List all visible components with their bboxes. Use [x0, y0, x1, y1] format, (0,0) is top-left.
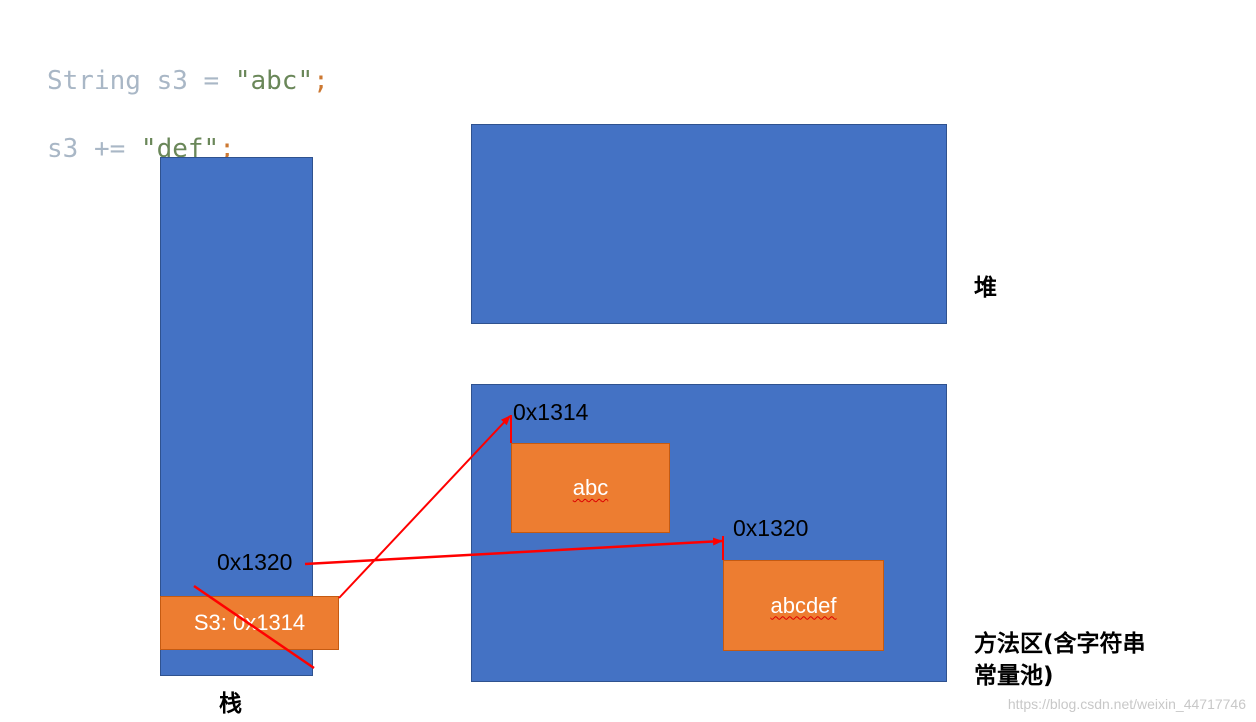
method-area-label-line-1: 方法区(含字符串 — [974, 631, 1146, 657]
arrow-to-abc — [338, 415, 511, 599]
strike-out-line — [193, 584, 315, 670]
method-area-address-1: 0x1314 — [513, 399, 589, 425]
stack-block — [160, 157, 313, 676]
heap-label: 堆 — [974, 275, 997, 301]
code-line-1: String s3 = "abc"; — [47, 66, 329, 96]
arrow-to-abcdef — [304, 537, 723, 566]
code-snippet: String s3 = "abc"; s3 += "def"; — [47, 30, 329, 200]
method-area-address-2: 0x1320 — [733, 515, 809, 541]
method-area-string-2: abcdef — [770, 592, 837, 618]
watermark: https://blog.csdn.net/weixin_44717746 — [1007, 696, 1246, 712]
method-area-label-line-2: 常量池) — [974, 663, 1054, 689]
method-area-string-1: abc — [572, 475, 609, 500]
stack-label: 栈 — [219, 691, 242, 717]
method-area-string-box-2: abcdef — [723, 560, 884, 651]
heap-block — [471, 124, 947, 324]
method-area-string-box-1: abc — [511, 443, 670, 533]
stack-new-address: 0x1320 — [217, 549, 293, 575]
method-area-label: 方法区(含字符串 常量池) — [974, 628, 1146, 692]
